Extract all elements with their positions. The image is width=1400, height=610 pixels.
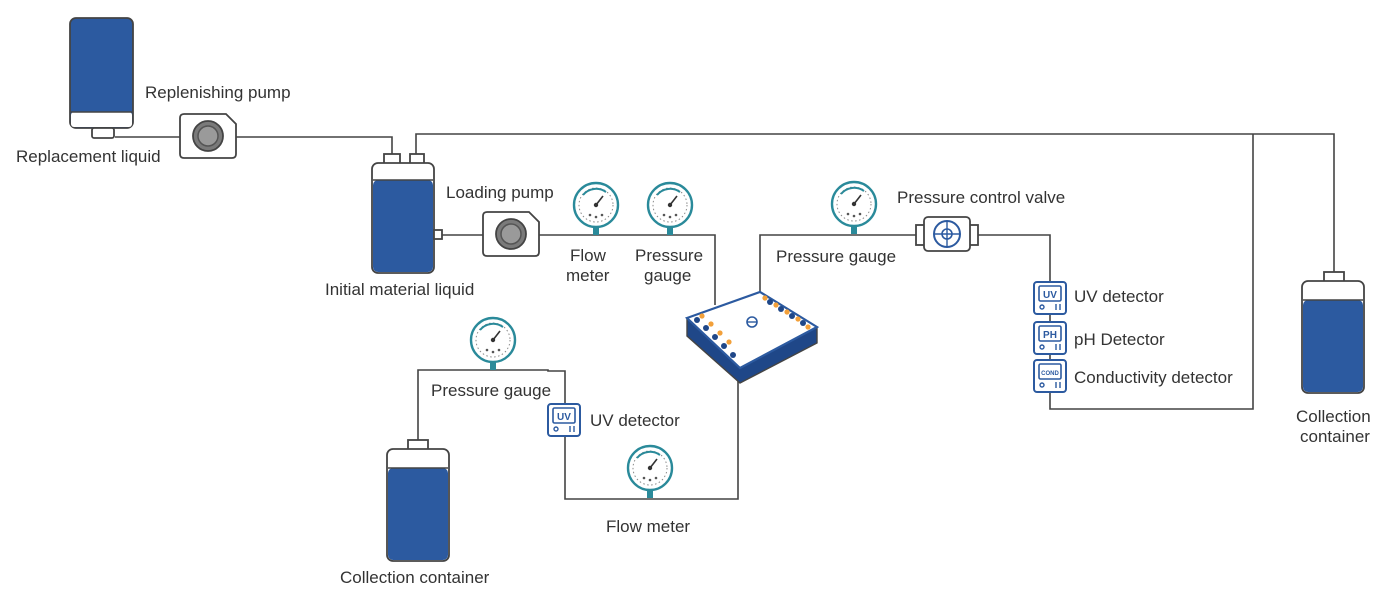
collection-container-right-icon (1301, 271, 1365, 394)
replacement-liquid-bottle-icon (69, 17, 134, 139)
collection-container-right-label-2: container (1300, 427, 1370, 446)
loading-pump-icon (482, 211, 540, 257)
replenishing-pump-icon (179, 113, 237, 159)
initial-material-liquid-label: Initial material liquid (325, 280, 474, 299)
svg-text:COND: COND (1041, 371, 1059, 377)
uv-detector-right-icon: UV (1033, 281, 1067, 315)
pressure-gauge-right-label: Pressure gauge (776, 247, 896, 266)
uv-detector-bottom-icon: UV (547, 403, 581, 437)
svg-text:UV: UV (557, 412, 571, 423)
replacement-liquid-label: Replacement liquid (16, 147, 161, 166)
flow-meter-bottom-icon (626, 444, 674, 500)
collection-container-bottom-label: Collection container (340, 568, 490, 587)
pressure-gauge-right-icon (830, 180, 878, 236)
svg-text:PH: PH (1043, 330, 1057, 341)
uv-detector-bottom-label: UV detector (590, 411, 680, 430)
loading-pump-label: Loading pump (446, 183, 554, 202)
svg-text:UV: UV (1043, 290, 1057, 301)
pressure-gauge-top-label-2: gauge (644, 266, 691, 285)
ph-detector-label: pH Detector (1074, 330, 1165, 349)
pressure-gauge-bottom-icon (469, 316, 517, 372)
flow-meter-bottom-label: Flow meter (606, 517, 690, 536)
flow-meter-top-label-1: Flow (570, 246, 607, 265)
pressure-control-valve-label: Pressure control valve (897, 188, 1065, 207)
collection-container-right-label-1: Collection (1296, 407, 1371, 426)
ph-detector-icon: PH (1033, 321, 1067, 355)
conductivity-detector-label: Conductivity detector (1074, 368, 1233, 387)
uv-detector-right-label: UV detector (1074, 287, 1164, 306)
pressure-gauge-top-label-1: Pressure (635, 246, 703, 265)
replenishing-pump-label: Replenishing pump (145, 83, 291, 102)
collection-container-bottom-icon (386, 439, 450, 562)
flow-meter-top-icon (572, 181, 620, 237)
pressure-control-valve-icon (915, 216, 979, 252)
filtration-module-icon (684, 290, 820, 384)
conductivity-detector-icon: COND (1033, 359, 1067, 393)
pressure-gauge-bottom-label: Pressure gauge (431, 381, 551, 400)
initial-material-bottle-icon (371, 153, 443, 274)
pressure-gauge-top-icon (646, 181, 694, 237)
flow-meter-top-label-2: meter (566, 266, 610, 285)
